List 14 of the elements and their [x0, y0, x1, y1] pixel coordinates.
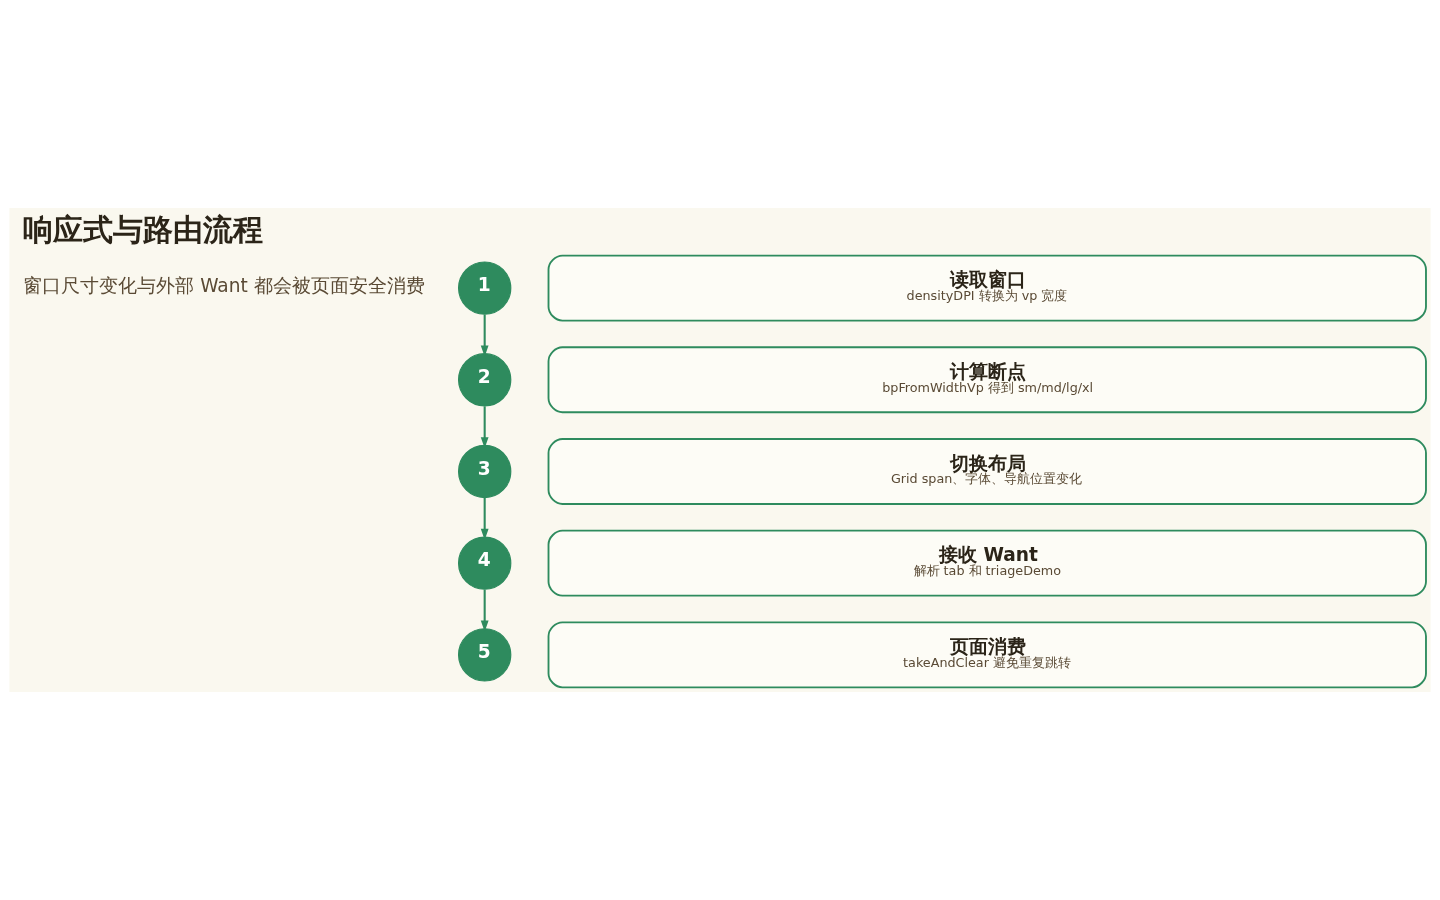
node-box: 页面消费 takeAndClear 避免重复跳转 — [547, 621, 1427, 689]
node-circle: 2 — [458, 353, 512, 407]
arrow — [480, 589, 489, 632]
node-circle: 1 — [458, 261, 512, 315]
node-circle: 5 — [458, 628, 512, 682]
node-circle: 4 — [458, 536, 512, 590]
node-box: 计算断点 bpFromWidthVp 得到 sm/md/lg/xl — [547, 346, 1427, 414]
diagram-title: 响应式与路由流程 — [23, 212, 264, 248]
node-box: 读取窗口 densityDPI 转换为 vp 宽度 — [547, 254, 1427, 322]
arrow — [480, 314, 489, 357]
node-box: 切换布局 Grid span、字体、导航位置变化 — [547, 438, 1427, 505]
label: 窗口尺寸变化与外部 Want 都会被页面安全消费 — [23, 275, 425, 297]
node-box: 接收 Want 解析 tab 和 triageDemo — [547, 529, 1427, 597]
node-circle: 3 — [458, 444, 512, 499]
